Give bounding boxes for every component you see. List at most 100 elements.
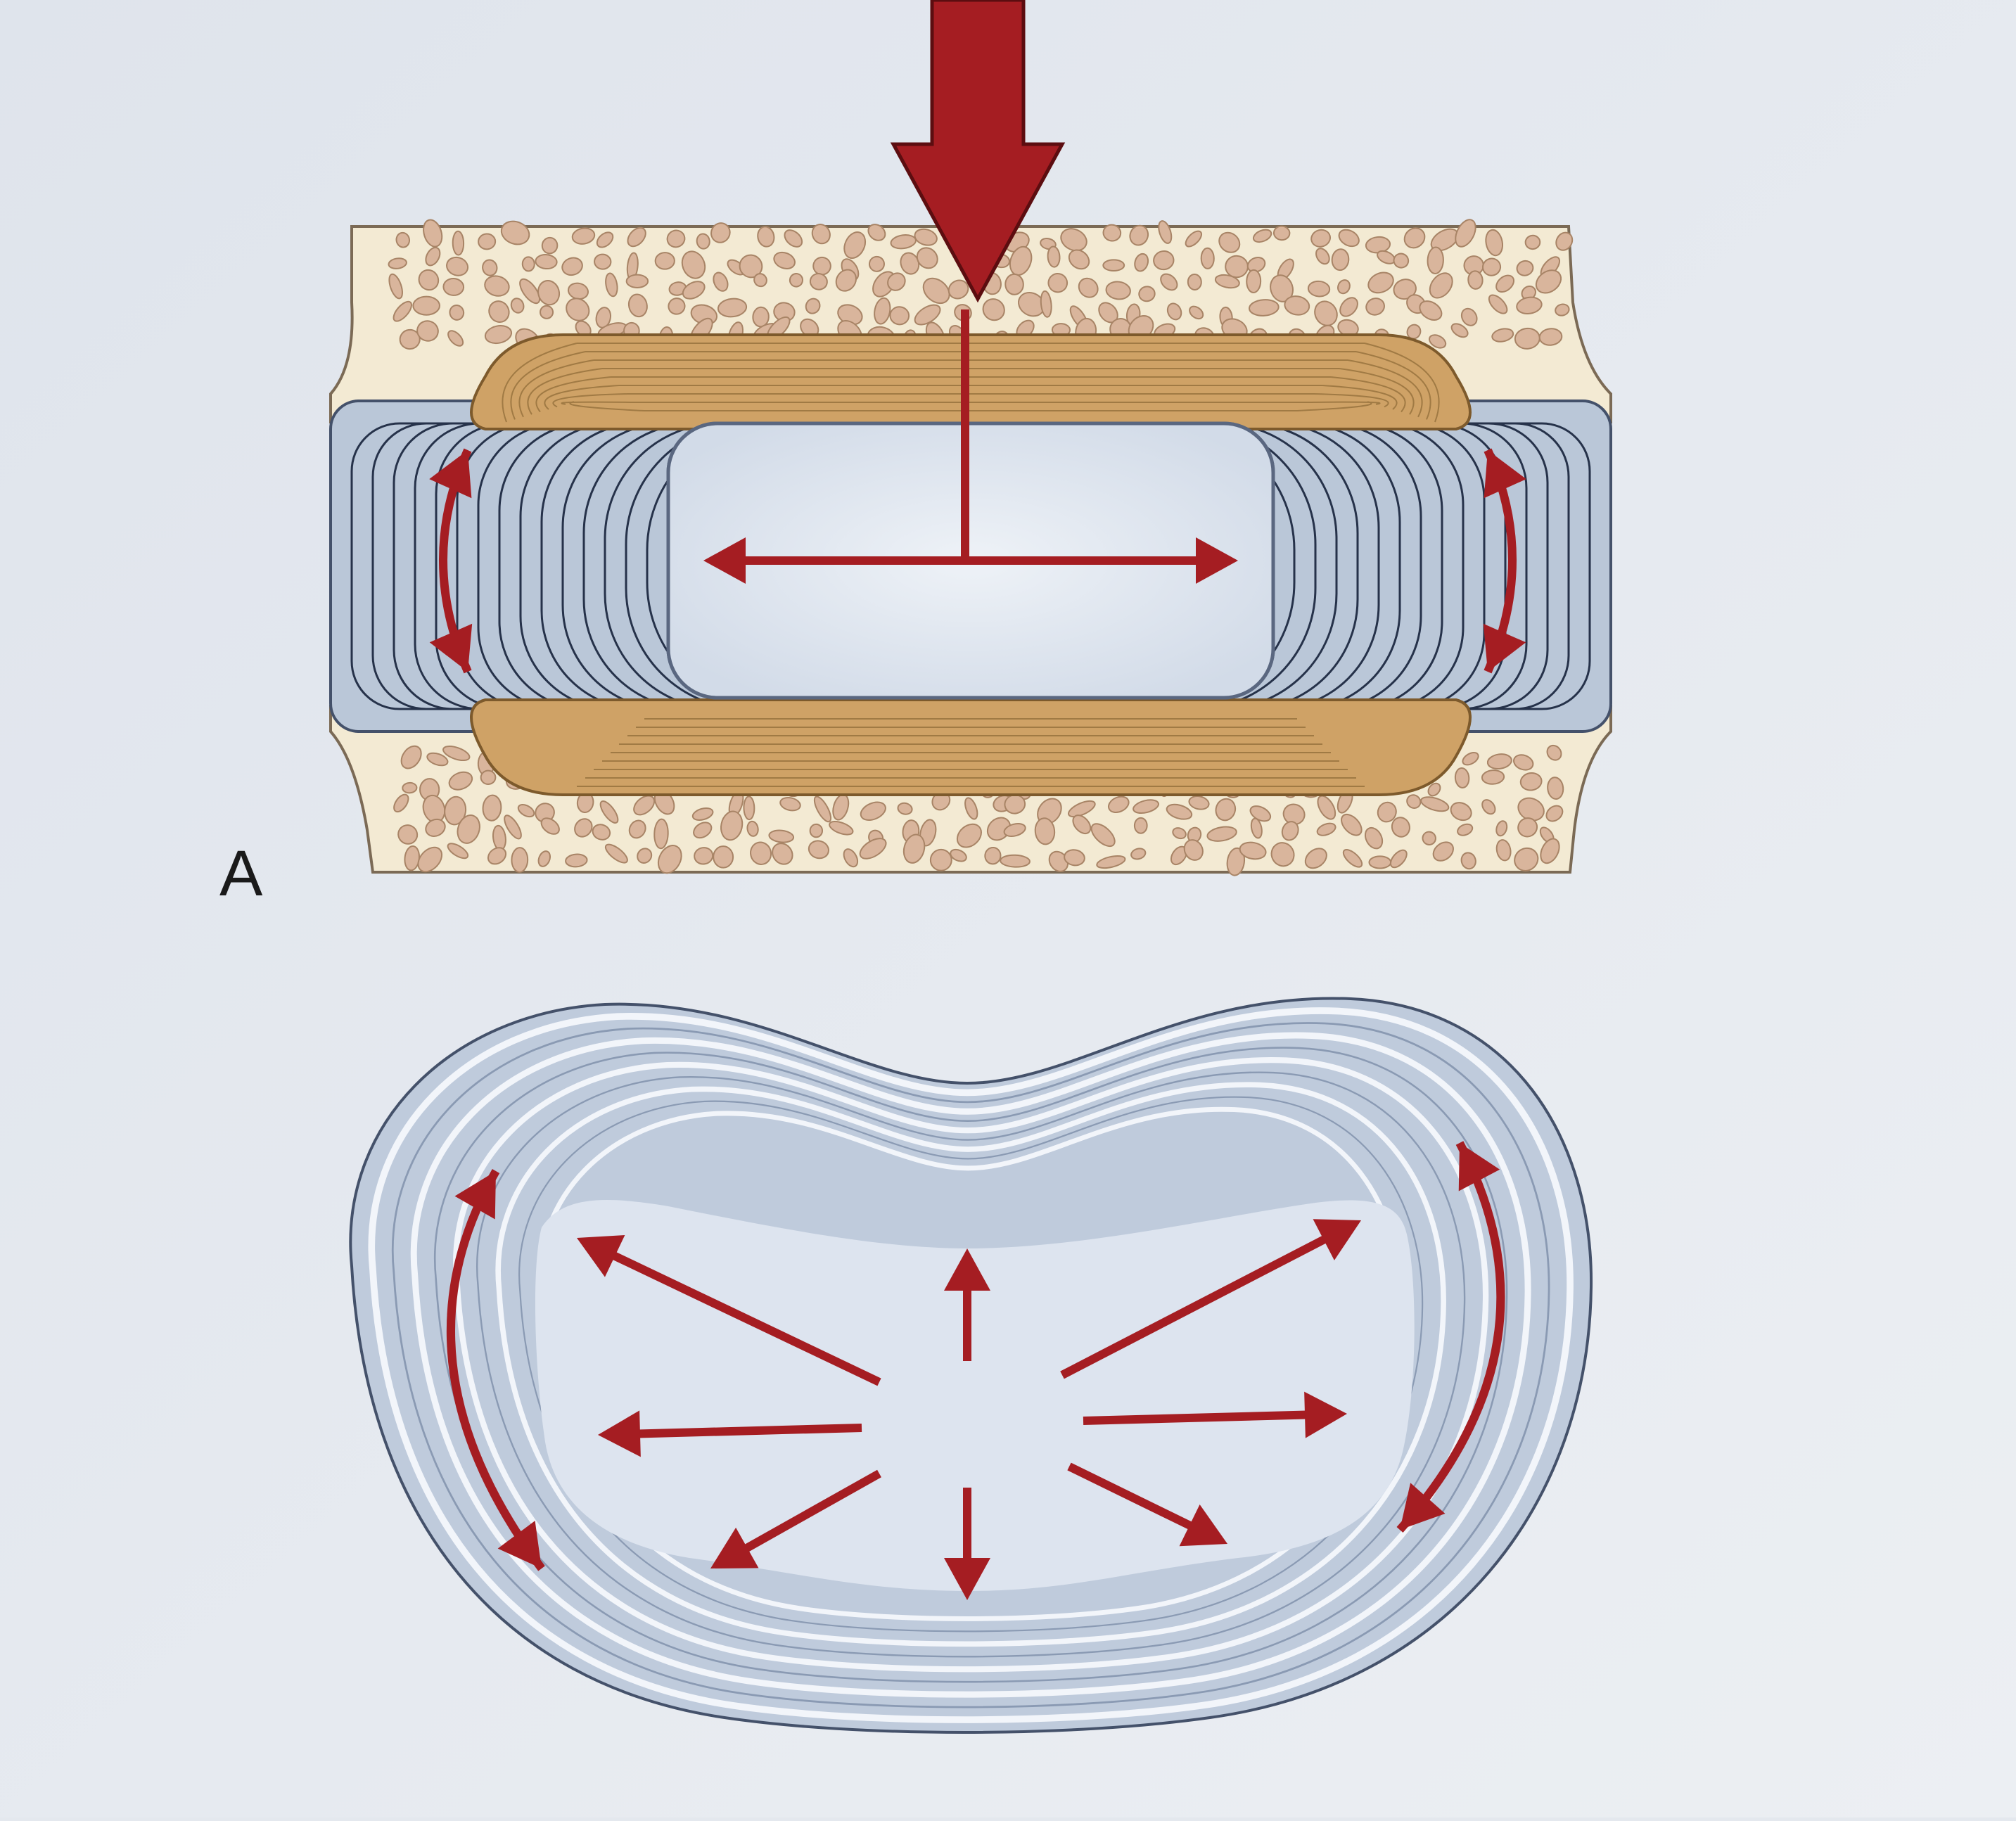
bone-pore — [452, 230, 465, 256]
endplate-fiber — [1355, 351, 1431, 420]
bone-pore — [1535, 269, 1562, 294]
bone-pore — [478, 233, 497, 250]
bone-pore — [1133, 817, 1148, 834]
bone-pore — [1214, 274, 1240, 289]
axial-lamella — [392, 1022, 1550, 1708]
bone-pore — [1432, 841, 1454, 862]
arrowhead — [1483, 623, 1526, 672]
arrow-shaft — [605, 1248, 881, 1386]
bone-pore — [426, 752, 449, 767]
bone-pore — [395, 231, 410, 248]
arrowhead — [944, 1248, 990, 1291]
bone-pore — [773, 251, 796, 269]
bone-pore — [521, 256, 535, 272]
bone-pore — [1454, 767, 1470, 788]
bone-pore — [1389, 849, 1408, 869]
axial-lamella — [410, 1032, 1531, 1698]
bone-pore — [956, 823, 982, 848]
bone-pore — [1337, 279, 1351, 295]
down-arrow-icon — [890, 0, 1066, 303]
bone-pore — [713, 845, 734, 869]
arrowhead — [598, 1410, 641, 1457]
bone-pore — [654, 252, 675, 270]
bone-pore — [1188, 796, 1210, 810]
bone-pore — [1246, 257, 1266, 273]
bone-pore — [1108, 796, 1130, 813]
bone-pore — [1367, 271, 1394, 294]
bone-pore — [929, 848, 952, 871]
bone-pore — [1314, 300, 1338, 326]
bone-pore — [1460, 852, 1476, 870]
bone-pore — [1004, 273, 1024, 295]
bone-pore — [805, 298, 821, 314]
bone-pore — [916, 247, 938, 269]
axial-lamella — [434, 1047, 1508, 1683]
bone-pore — [1096, 855, 1126, 869]
bone-pore — [400, 745, 422, 769]
arrowhead — [454, 1171, 496, 1220]
bone-pore — [1462, 752, 1479, 766]
bone-pore — [484, 325, 513, 345]
bone-pore — [566, 298, 590, 321]
bone-pore — [1304, 848, 1327, 869]
arrowhead — [703, 537, 746, 584]
bone-pore — [1166, 803, 1193, 820]
bone-pore — [1270, 842, 1295, 867]
bone-pore — [504, 814, 522, 840]
bone-pore — [604, 843, 628, 864]
arrow-shaft — [1083, 1410, 1314, 1425]
bone-pore — [813, 796, 832, 823]
bone-pore — [1342, 849, 1363, 868]
bone-pore — [1455, 219, 1476, 248]
bone-pore — [887, 272, 906, 291]
bone-pore — [444, 796, 467, 826]
bone-pore — [1003, 823, 1026, 838]
bone-pore — [565, 853, 588, 868]
bone-pore — [1064, 849, 1085, 867]
arrowhead — [1313, 1219, 1361, 1260]
bone-pore — [447, 843, 469, 860]
annulus-axial-lamellae — [368, 1007, 1574, 1723]
arrowhead — [1304, 1391, 1347, 1438]
bone-pore — [1495, 274, 1515, 293]
bone-pore — [605, 272, 618, 298]
bone-pore — [753, 273, 767, 288]
bone-pore — [393, 793, 409, 813]
bone-pore — [1252, 229, 1272, 243]
bone-pore — [1047, 273, 1068, 293]
bone-pore — [510, 298, 525, 314]
arrow-shaft — [1067, 1462, 1199, 1533]
bone-pore — [1218, 231, 1241, 253]
endplate-fiber — [1330, 376, 1406, 413]
bone-pore — [1172, 827, 1187, 840]
bone-pore — [1040, 290, 1052, 318]
bone-pore — [1284, 295, 1310, 316]
bone-pore — [789, 273, 804, 288]
bone-pore — [1102, 224, 1122, 242]
bone-pore — [717, 298, 748, 318]
bone-pore — [1365, 298, 1385, 316]
bone-pore — [412, 295, 440, 316]
bone-pore — [628, 819, 646, 839]
arrowhead — [710, 1527, 759, 1568]
bone-pore — [1513, 754, 1534, 771]
endplate-fiber — [1313, 393, 1389, 408]
bone-pore — [757, 226, 775, 248]
bone-pore — [1495, 820, 1508, 837]
bone-pore — [627, 293, 648, 318]
bone-pore — [625, 274, 649, 288]
axial-lamella — [453, 1056, 1489, 1673]
endplate-fiber — [535, 376, 611, 413]
bone-pore — [1060, 228, 1087, 252]
bone-pore — [561, 257, 583, 276]
bone-pore — [1422, 831, 1436, 845]
arrowhead — [497, 1521, 542, 1568]
bone-pore — [897, 802, 913, 815]
bone-pore — [1316, 822, 1336, 836]
bone-pore — [1250, 817, 1263, 839]
axial-section — [349, 997, 1593, 1734]
bone-pore — [537, 280, 561, 306]
panel-label: A — [219, 838, 263, 909]
bone-pore — [1185, 230, 1203, 248]
bone-pore — [1249, 299, 1280, 317]
